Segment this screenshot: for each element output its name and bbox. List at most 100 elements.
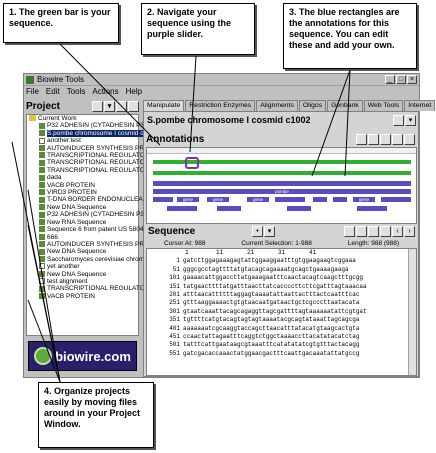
purple-slider[interactable] — [185, 157, 199, 169]
find-icon[interactable] — [380, 226, 391, 237]
tree-item[interactable]: S.pombe chromosome I cosmid c — [27, 129, 144, 137]
tree-item[interactable]: VACB PROTEIN — [27, 182, 138, 189]
vertical-scrollbar[interactable] — [408, 249, 416, 375]
tree-item[interactable]: TRANSCRIPTIONAL REGULATOR — [27, 167, 149, 174]
row-sequence: gatcttggagaaagagtattggaaggaatttgtggaagaa… — [183, 257, 356, 265]
nav-forward-icon[interactable]: › — [404, 226, 415, 237]
tree-item[interactable]: TRANSCRIPTIONAL REGULATOR — [27, 152, 149, 159]
sequence-green-bar — [153, 160, 411, 164]
row-sequence: atttaacattttttaggagtaaaatattaattactttact… — [183, 291, 360, 299]
annotation-box[interactable] — [153, 181, 411, 186]
row-sequence: gtttaaggaaaactgtgtaacaatgataactgctcgccct… — [183, 299, 360, 307]
menu-tools[interactable]: Tools — [66, 87, 86, 96]
annotation-box-gene[interactable]: gene — [353, 197, 375, 202]
tree-item[interactable]: another.test — [27, 137, 138, 144]
col-11: 11 — [216, 249, 224, 256]
tree-item[interactable]: Saccharomyces cerevisiae chrom — [27, 256, 144, 263]
copy-seq-icon[interactable] — [368, 226, 379, 237]
tab-internet[interactable]: Internet — [404, 100, 436, 111]
maximize-button[interactable]: □ — [396, 75, 406, 84]
project-title: Project — [26, 100, 60, 112]
undo-icon[interactable] — [344, 226, 355, 237]
tree-item[interactable]: T-DNA BORDER ENDONUCLEAS — [27, 196, 147, 203]
annotation-box[interactable] — [153, 197, 173, 202]
tree-item[interactable]: New DNA Sequence — [27, 271, 138, 278]
tree-item[interactable]: New DNA Sequence — [27, 248, 138, 255]
edit-annotation-icon[interactable] — [368, 134, 379, 145]
tree-item[interactable]: TRANSCRIPTIONAL REGULATOR — [27, 285, 149, 292]
tab-oligos[interactable]: Oligos — [298, 100, 327, 111]
new-file-icon[interactable] — [92, 100, 103, 112]
tab-restriction-enzymes[interactable]: Restriction Enzymes — [185, 100, 256, 111]
view-mode-dropdown-icon[interactable]: ▾ — [264, 226, 275, 237]
menu-actions[interactable]: Actions — [92, 87, 119, 96]
annotation-box-gene[interactable]: gene — [207, 197, 229, 202]
options-icon[interactable]: ▾ — [405, 115, 416, 126]
tree-item[interactable]: P32 ADHESIN (CYTADHESIN P32 — [27, 122, 148, 129]
annotation-box[interactable] — [333, 197, 347, 202]
menu-edit[interactable]: Edit — [45, 87, 60, 96]
zoom-icon[interactable] — [356, 134, 367, 145]
annotation-box[interactable] — [167, 206, 197, 211]
tab-web-tools[interactable]: Web Tools — [363, 100, 404, 111]
tab-alignments[interactable]: Alignments — [256, 100, 298, 111]
tree-item[interactable]: Sequence 6 from patent US 5804 — [27, 226, 143, 233]
annotation-box-gene[interactable]: gene — [247, 197, 269, 202]
tree-item[interactable]: dada — [27, 174, 138, 181]
sequence-icon — [39, 293, 45, 300]
tree-item[interactable]: yet another — [27, 263, 138, 270]
tree-item[interactable]: New RNA Sequence — [27, 219, 138, 226]
tree-item-label: VIRD3 PROTEIN — [47, 189, 97, 197]
dropdown-icon[interactable]: ▾ — [104, 100, 115, 112]
nav-back-icon[interactable]: ‹ — [392, 226, 403, 237]
tree-item[interactable]: test alignment — [27, 278, 138, 285]
tree-item[interactable]: AUTOINDUCER SYNTHESIS PRO — [27, 145, 149, 152]
menu-help[interactable]: Help — [125, 87, 143, 96]
tree-item[interactable]: VIRD3 PROTEIN — [27, 189, 138, 196]
copy-icon[interactable] — [116, 100, 127, 112]
tree-item[interactable]: AUTOINDUCER SYNTHESIS PRO — [27, 241, 149, 248]
tree-item[interactable]: Current Work — [27, 115, 138, 122]
tree-item[interactable]: New DNA Sequence — [27, 204, 138, 211]
save-icon[interactable] — [393, 115, 404, 126]
tree-item-label: New DNA Sequence — [47, 203, 107, 211]
cursor-at: Cursor At: 988 — [163, 240, 206, 247]
cut-icon[interactable] — [356, 226, 367, 237]
annotation-box[interactable] — [287, 206, 311, 211]
tree-item[interactable]: 666 — [27, 234, 138, 241]
tree-item[interactable]: P32 ADHESIN (CYTADHESIN P32 — [27, 211, 148, 218]
minimize-button[interactable]: _ — [385, 75, 395, 84]
row-number: 101 — [169, 274, 180, 282]
tree-item[interactable]: VACB PROTEIN — [27, 293, 138, 300]
close-button[interactable]: × — [407, 75, 417, 84]
annotation-box[interactable] — [313, 197, 327, 202]
annotation-box[interactable] — [275, 197, 305, 202]
tree-item[interactable]: TRANSCRIPTIONAL REGULATOR — [27, 159, 149, 166]
annotation-box[interactable] — [357, 206, 387, 211]
delete-annotation-icon[interactable] — [392, 134, 403, 145]
sequence-icon — [39, 226, 45, 233]
annotation-box-pombe[interactable]: pombe — [153, 189, 411, 194]
tree-item-label: another.test — [47, 137, 81, 145]
tab-bar: Manipulate Restriction Enzymes Alignment… — [143, 100, 436, 111]
row-sequence: tatttcattgaataagcgtaaatttcatatatatcgtgtt… — [183, 341, 360, 349]
annotation-box-gene[interactable]: gene — [177, 197, 199, 202]
sequence-length: Length: 988 (988) — [347, 240, 400, 247]
menu-file[interactable]: File — [26, 87, 39, 96]
properties-icon[interactable] — [404, 134, 415, 145]
add-annotation-icon[interactable] — [380, 134, 391, 145]
col-21: 21 — [247, 249, 255, 256]
annotation-box[interactable] — [217, 206, 241, 211]
tab-manipulate[interactable]: Manipulate — [143, 100, 185, 111]
delete-icon[interactable] — [128, 100, 139, 112]
sequence-icon — [39, 196, 45, 203]
col-1: 1 — [185, 249, 189, 256]
view-mode-icon[interactable]: • — [252, 226, 263, 237]
annotation-track[interactable]: pombe gene gene gene gene — [146, 147, 417, 224]
tab-genbank[interactable]: Genbank — [327, 100, 363, 111]
annotation-box[interactable] — [381, 197, 411, 202]
